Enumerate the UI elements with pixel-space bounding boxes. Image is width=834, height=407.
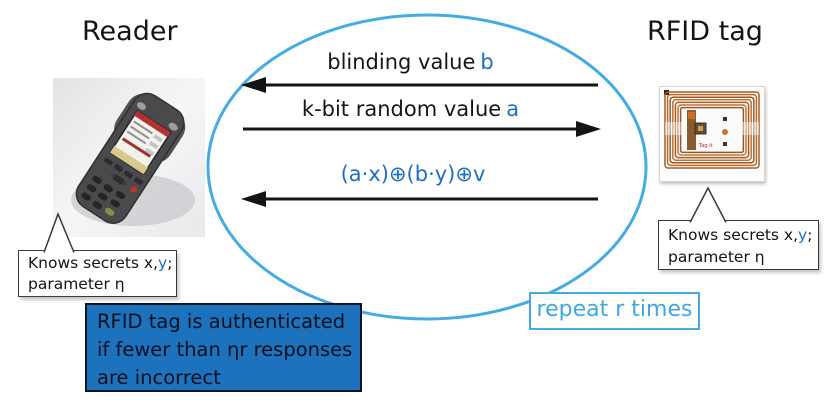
- rfid-tag-image: Tag-it: [659, 86, 765, 182]
- note-line: if fewer than ηr responses: [97, 338, 353, 361]
- round-loop-ellipse: [206, 13, 648, 321]
- note-line: RFID tag is authenticated: [97, 310, 346, 333]
- message-formula: (a·x)⊕(b·y)⊕v: [340, 162, 486, 186]
- reader-title: Reader: [82, 16, 178, 47]
- callout-line1: Knows secrets x,y;: [668, 226, 813, 244]
- svg-text:Tag-it: Tag-it: [698, 143, 713, 149]
- callout-line1: Knows secrets x,y;: [28, 254, 173, 272]
- arrow-random-value: [243, 121, 601, 137]
- rfid-tag-coil-icon: Tag-it: [659, 86, 765, 182]
- callout-line2: parameter η: [28, 275, 125, 293]
- message-text: blinding value: [327, 50, 476, 74]
- repeat-r-times-box: repeat r times: [529, 292, 700, 330]
- message-text: k-bit random value: [301, 97, 502, 121]
- callout-line2: parameter η: [668, 248, 765, 266]
- message-variable: b: [480, 50, 494, 74]
- message-response-formula: (a·x)⊕(b·y)⊕v: [238, 162, 583, 186]
- authentication-note: RFID tag is authenticated if fewer than …: [85, 303, 362, 392]
- tag-knowledge-callout: Knows secrets x,y; parameter η: [658, 220, 819, 270]
- message-variable: a: [506, 97, 520, 121]
- rfid-tag-title: RFID tag: [647, 16, 763, 47]
- arrow-response: [241, 191, 598, 207]
- arrow-blinding-value: [241, 77, 598, 93]
- note-line: are incorrect: [97, 366, 221, 389]
- reader-knowledge-callout: Knows secrets x,y; parameter η: [18, 250, 177, 297]
- reader-device-image: [53, 78, 205, 237]
- handheld-reader-icon: [53, 78, 205, 237]
